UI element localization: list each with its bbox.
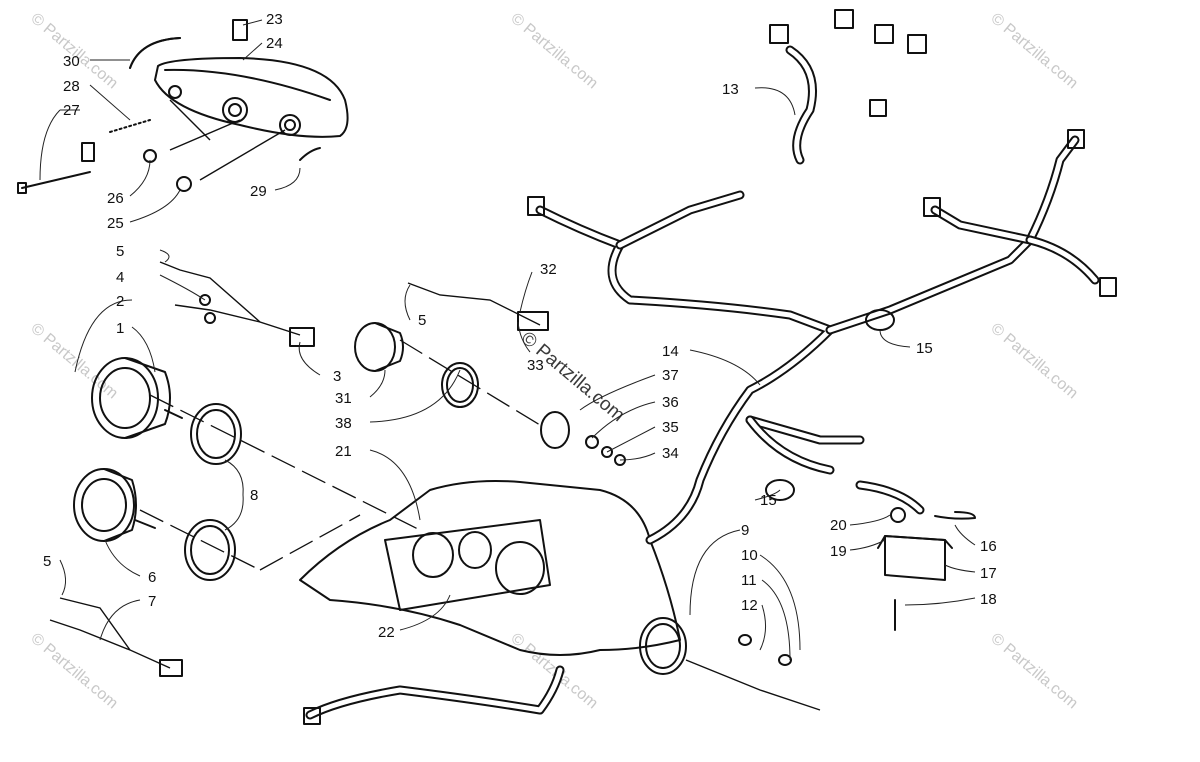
callout-13: 13: [722, 81, 739, 98]
callout-6: 6: [148, 569, 156, 586]
callout-26: 26: [107, 190, 124, 207]
callout-24: 24: [266, 35, 283, 52]
callout-35: 35: [662, 419, 679, 436]
callout-11: 11: [741, 572, 757, 589]
callout-19: 19: [830, 543, 847, 560]
watermark: © Partzilla.com: [507, 630, 601, 712]
callout-5b: 5: [43, 553, 51, 570]
callout-21: 21: [335, 443, 352, 460]
callout-4: 4: [116, 269, 124, 286]
callout-18: 18: [980, 591, 997, 608]
callout-3: 3: [333, 368, 341, 385]
callout-16: 16: [980, 538, 997, 555]
callout-1: 1: [116, 320, 124, 337]
assembly-axis-lines: [139, 339, 541, 571]
callout-labels: 23 24 30 28 27 26 25 29 5 4 2 1 3 31 38 …: [43, 11, 997, 641]
callout-12: 12: [741, 597, 758, 614]
callout-37: 37: [662, 367, 679, 384]
callout-38: 38: [335, 415, 352, 432]
callout-30: 30: [63, 53, 80, 70]
callout-7: 7: [148, 593, 156, 610]
callout-20: 20: [830, 517, 847, 534]
callout-9: 9: [741, 522, 749, 539]
callout-31: 31: [335, 390, 352, 407]
leader-lines: [39, 19, 976, 661]
callout-17: 17: [980, 565, 997, 582]
callout-8: 8: [250, 487, 258, 504]
left-gauges: [73, 357, 242, 581]
callout-15: 15: [916, 340, 933, 357]
center-gauges: [354, 322, 626, 466]
main-harness: [303, 9, 1117, 725]
callout-14: 14: [662, 343, 679, 360]
callout-22: 22: [378, 624, 395, 641]
callout-34: 34: [662, 445, 679, 462]
callout-5: 5: [116, 243, 124, 260]
watermark: © Partzilla.com: [987, 10, 1081, 92]
callout-5c: 5: [418, 312, 426, 329]
callout-15b: 15: [760, 492, 777, 509]
small-harnesses: [49, 261, 549, 677]
callout-27: 27: [63, 102, 80, 119]
watermark-center: © Partzilla.com: [517, 328, 629, 426]
callout-32: 32: [540, 261, 557, 278]
callout-36: 36: [662, 394, 679, 411]
callout-29: 29: [250, 183, 267, 200]
callout-2: 2: [116, 293, 124, 310]
watermark: © Partzilla.com: [507, 10, 601, 92]
watermark: © Partzilla.com: [987, 320, 1081, 402]
callout-23: 23: [266, 11, 283, 28]
callout-28: 28: [63, 78, 80, 95]
dash-panel: [299, 480, 681, 656]
callout-10: 10: [741, 547, 758, 564]
callout-25: 25: [107, 215, 124, 232]
watermark: © Partzilla.com: [27, 320, 121, 402]
watermark: © Partzilla.com: [987, 630, 1081, 712]
watermark: © Partzilla.com: [27, 630, 121, 712]
callout-33: 33: [527, 357, 544, 374]
